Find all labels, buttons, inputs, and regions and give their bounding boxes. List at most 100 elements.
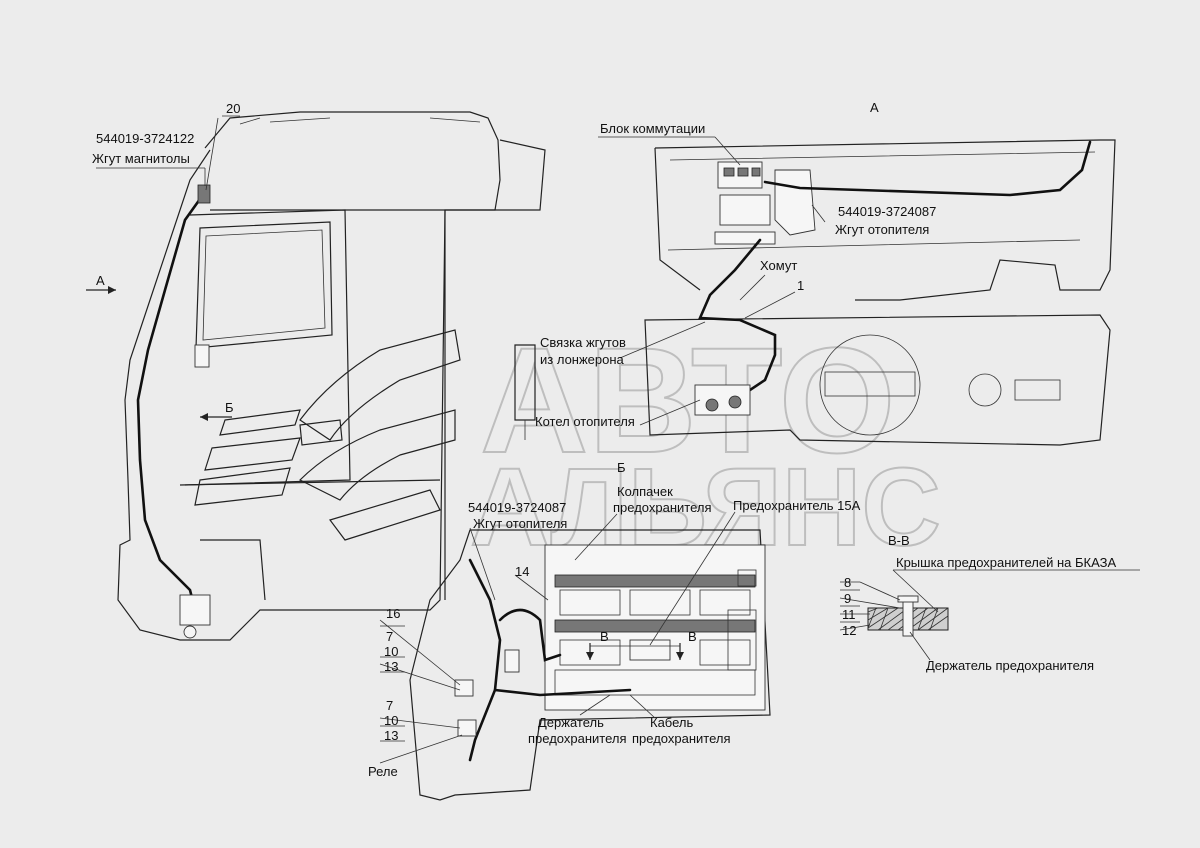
view-a-title: А bbox=[870, 100, 879, 115]
side-swoosh-1 bbox=[299, 329, 461, 441]
label-clamp: Хомут bbox=[760, 258, 797, 273]
heater-module bbox=[719, 194, 771, 226]
callout-12: 12 bbox=[842, 623, 856, 638]
side-swoosh-2 bbox=[298, 409, 456, 501]
section-bb bbox=[839, 569, 1140, 661]
cab-door bbox=[184, 209, 351, 486]
callout-16: 16 bbox=[386, 606, 400, 621]
boiler-fitting-1 bbox=[705, 398, 719, 412]
boiler-tank bbox=[514, 344, 536, 421]
panel-harness bbox=[468, 558, 502, 762]
callout-10a: 10 bbox=[384, 644, 398, 659]
view-arrow-b-head bbox=[200, 413, 208, 421]
label-fuse-15a: Предохранитель 15А bbox=[733, 498, 861, 513]
callout-8: 8 bbox=[844, 575, 851, 590]
fuse-row-3 bbox=[554, 669, 756, 696]
panel-harness-branch bbox=[498, 608, 562, 662]
cab-lower-panels bbox=[179, 479, 441, 601]
label-radio-code: 544019-3724122 bbox=[96, 131, 194, 146]
leader-9 bbox=[839, 597, 901, 609]
relay-socket-3 bbox=[699, 589, 751, 616]
label-bundle-line2: из лонжерона bbox=[540, 352, 625, 367]
relay-2 bbox=[457, 719, 477, 737]
callout-13a: 13 bbox=[384, 659, 398, 674]
section-arrow-2-head bbox=[676, 652, 684, 660]
section-bolt-head bbox=[897, 595, 919, 603]
relay-socket-1 bbox=[559, 589, 621, 616]
switch-slot-3 bbox=[751, 167, 761, 177]
cab-rear-left bbox=[654, 147, 701, 291]
view-arrow-a-head bbox=[108, 286, 116, 294]
callout-10b: 10 bbox=[384, 713, 398, 728]
callout-1: 1 bbox=[797, 278, 804, 293]
watermark: АВТО АЛЬЯНС bbox=[469, 315, 942, 570]
relay-socket-4 bbox=[559, 639, 621, 666]
radio-unit bbox=[179, 594, 211, 626]
relay-1 bbox=[454, 679, 474, 697]
side-connector bbox=[727, 609, 757, 671]
view-b-title: Б bbox=[617, 460, 626, 475]
section-bb-title: В-В bbox=[888, 533, 910, 548]
leader-fuse-cover bbox=[892, 569, 939, 613]
cab-rear-wall bbox=[654, 139, 1116, 301]
label-relay: Реле bbox=[368, 764, 398, 779]
label-holder-line2: предохранителя bbox=[528, 731, 627, 746]
frame-bracket bbox=[1014, 379, 1061, 401]
leader-16 bbox=[379, 619, 461, 686]
leader-holder bbox=[579, 694, 611, 716]
labels: 544019-3724122 Жгут магнитолы 20 А Б А Б… bbox=[92, 100, 1116, 779]
leader-cable bbox=[629, 694, 656, 719]
callout-7a: 7 bbox=[386, 629, 393, 644]
callout-20: 20 bbox=[226, 101, 240, 116]
leader-13a bbox=[379, 663, 461, 691]
label-fuse-holder: Держатель предохранителя bbox=[926, 658, 1094, 673]
label-heater-code-b: 544019-3724087 bbox=[468, 500, 566, 515]
side-window bbox=[195, 221, 333, 349]
watermark-line-1: АВТО bbox=[480, 316, 896, 484]
chassis-window bbox=[824, 371, 916, 397]
switch-slot-2 bbox=[737, 167, 749, 177]
section-hatch-cross bbox=[867, 607, 939, 631]
mirror-mount bbox=[194, 344, 210, 368]
label-boiler: Котел отопителя bbox=[535, 414, 635, 429]
switch-slot-1 bbox=[723, 167, 735, 177]
leader-8-b bbox=[859, 581, 901, 601]
callout-7b: 7 bbox=[386, 698, 393, 713]
leader-13b bbox=[379, 717, 461, 729]
truck-cab bbox=[86, 111, 546, 641]
label-fuse-cover: Крышка предохранителей на БКАЗА bbox=[896, 555, 1116, 570]
leader-clamp bbox=[739, 274, 766, 301]
inline-fuse-holder bbox=[504, 649, 520, 673]
radio-connector bbox=[197, 184, 211, 204]
view-b-arrow-label: Б bbox=[225, 400, 234, 415]
door-stripe-1 bbox=[219, 409, 301, 436]
callout-14: 14 bbox=[515, 564, 529, 579]
callout-9: 9 bbox=[844, 591, 851, 606]
leader-heater-harness bbox=[811, 204, 826, 223]
door-stripe-2 bbox=[204, 437, 301, 471]
boiler-unit bbox=[694, 384, 751, 416]
side-window-inner bbox=[202, 229, 326, 341]
panel-screw-1 bbox=[737, 569, 757, 587]
panel-outline bbox=[409, 529, 771, 801]
leader-14 bbox=[514, 574, 549, 601]
radio-knob bbox=[183, 625, 197, 639]
wheel-arch bbox=[819, 334, 921, 436]
label-cap-line2: предохранителя bbox=[613, 500, 712, 515]
label-holder-line1: Держатель bbox=[538, 715, 604, 730]
chassis-frame bbox=[644, 314, 1111, 446]
callout-13b: 13 bbox=[384, 728, 398, 743]
section-arrow-2-label: В bbox=[688, 629, 697, 644]
fuse-holder-part bbox=[629, 639, 671, 661]
label-switch-block: Блок коммутации bbox=[600, 121, 705, 136]
label-bundle-line1: Связка жгутов bbox=[540, 335, 626, 350]
door-handle bbox=[299, 419, 343, 446]
door-stripe-3 bbox=[194, 467, 291, 506]
heater-harness-down bbox=[698, 238, 777, 402]
leader-bundle bbox=[619, 321, 706, 359]
frame-hole bbox=[968, 373, 1002, 407]
leader-fuse-holder bbox=[909, 631, 931, 661]
leader-20-b bbox=[205, 117, 219, 191]
label-cap-line1: Колпачек bbox=[617, 484, 673, 499]
